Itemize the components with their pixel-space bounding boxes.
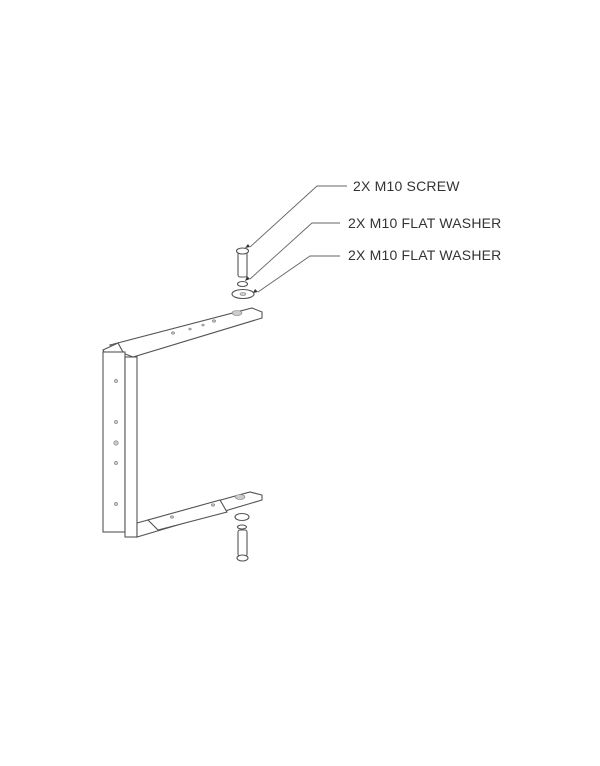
leader-line-screw — [249, 185, 347, 248]
top-screw — [231, 247, 255, 300]
callout-washer-label-1: 2X M10 FLAT WASHER — [348, 215, 502, 231]
u-bracket — [102, 307, 263, 538]
leader-line-washer-1 — [249, 222, 340, 280]
leader-lines — [245, 185, 347, 293]
callout-washer-label-2: 2X M10 FLAT WASHER — [348, 247, 502, 263]
leader-line-washer-2 — [257, 255, 340, 293]
bottom-screw — [234, 512, 250, 562]
callout-screw-label: 2X M10 SCREW — [353, 178, 460, 194]
